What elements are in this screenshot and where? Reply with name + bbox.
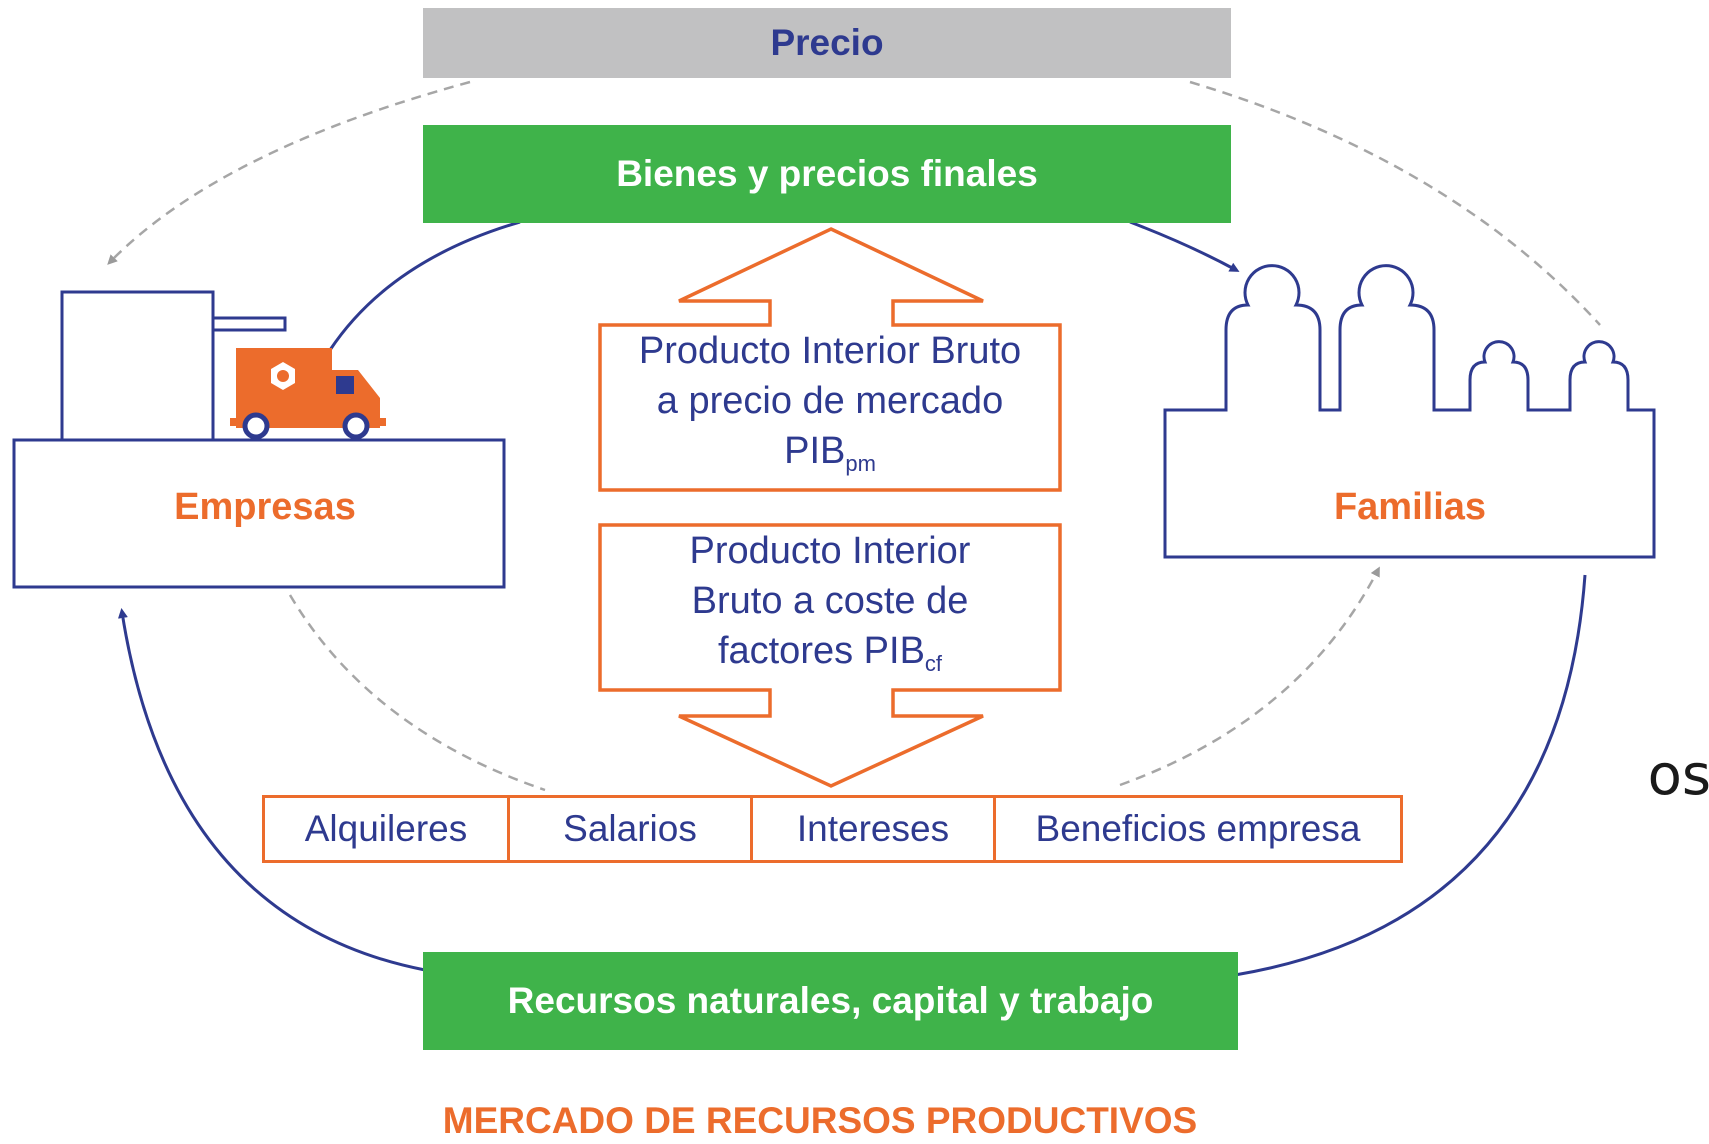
pib-cf-line3: factores PIBcf (718, 626, 942, 689)
cell-alquileres: Alquileres (262, 795, 507, 863)
goods-bar: Bienes y precios finales (423, 125, 1231, 223)
price-label: Precio (770, 22, 884, 63)
pib-pm-text: Producto Interior Bruto a precio de merc… (605, 330, 1055, 485)
goods-flow-left-line (328, 220, 521, 351)
pib-cf-line2: Bruto a coste de (691, 580, 969, 622)
cropped-text-fragment: os (1647, 742, 1709, 808)
pib-pm-sub: pm (845, 451, 876, 476)
truck-icon (230, 348, 386, 440)
pib-cf-abbr: factores PIB (717, 630, 925, 672)
resources-flow-right-line (1234, 574, 1587, 977)
pib-pm-abbr: PIB (784, 430, 846, 472)
cell-beneficios-empresa: Beneficios empresa (993, 795, 1403, 863)
resources-bar: Recursos naturales, capital y trabajo (423, 952, 1238, 1050)
pib-cf-line1: Producto Interior (689, 530, 971, 572)
cell-salarios: Salarios (507, 795, 750, 863)
resources-flow-left-arrow (117, 608, 426, 972)
pib-pm-line3: PIBpm (784, 426, 876, 489)
goods-label: Bienes y precios finales (616, 153, 1038, 194)
pib-pm-line2: a precio de mercado (656, 380, 1004, 422)
familias-label: Familias (1333, 485, 1487, 528)
income-flow-left-line (288, 594, 546, 792)
price-flow-left-arrow (107, 80, 471, 265)
pib-pm-arrow-shape (598, 227, 1062, 492)
pib-cf-sub: cf (924, 651, 943, 676)
cell-intereses: Intereses (750, 795, 993, 863)
factor-incomes-row: Alquileres Salarios Intereses Beneficios… (262, 795, 1403, 863)
goods-flow-right-arrow (1129, 220, 1240, 272)
empresas-label: Empresas (174, 485, 356, 528)
resources-label: Recursos naturales, capital y trabajo (507, 980, 1154, 1021)
family-icon (1163, 264, 1656, 559)
factory-icon (12, 290, 506, 589)
pib-pm-line1: Producto Interior Bruto (638, 330, 1022, 372)
price-bar: Precio (423, 8, 1231, 78)
price-flow-right-line (1189, 80, 1601, 326)
pib-cf-text: Producto Interior Bruto a coste de facto… (605, 530, 1055, 685)
pib-cf-arrow-shape (598, 523, 1062, 788)
income-flow-right-arrow (1119, 566, 1380, 787)
market-title: MERCADO DE RECURSOS PRODUCTIVOS (442, 1100, 1198, 1141)
